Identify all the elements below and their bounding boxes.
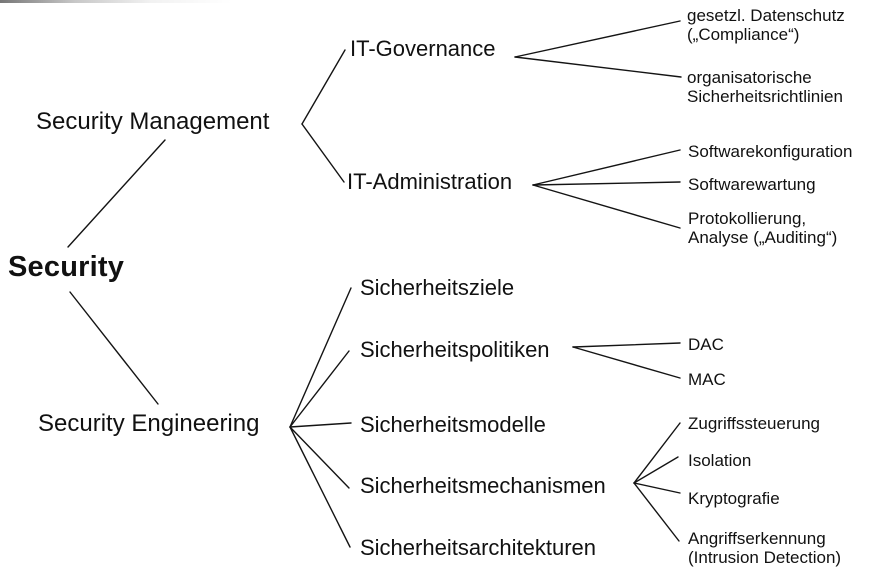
edge-mechanismen-to-angriffserkennung — [633, 482, 680, 542]
node-dac: DAC — [688, 335, 724, 354]
edge-security-to-management — [67, 139, 166, 248]
node-softwarewartung: Softwarewartung — [688, 175, 816, 194]
node-security-engineering: Security Engineering — [38, 410, 260, 437]
edge-security-to-engineering — [69, 291, 159, 405]
edge-engineering-to-modelle — [289, 422, 352, 428]
edge-engineering-to-mechanismen — [289, 426, 350, 489]
edge-management-to-governance — [301, 49, 346, 125]
node-angriffserkennung-intrusion-detection: Angriffserkennung (Intrusion Detection) — [688, 529, 842, 567]
edge-governance-to-richtlinien — [514, 56, 682, 78]
edge-engineering-to-politiken — [289, 350, 350, 428]
edge-engineering-to-ziele — [289, 287, 352, 428]
edge-governance-to-datenschutz — [514, 20, 681, 58]
node-it-administration: IT-Administration — [347, 169, 513, 194]
edge-engineering-to-architekturen — [289, 426, 351, 548]
node-protokollierung-analyse-auditing: Protokollierung, Analyse („Auditing“) — [688, 209, 838, 247]
node-softwarekonfiguration: Softwarekonfiguration — [688, 142, 853, 161]
edge-politiken-to-dac — [572, 342, 681, 348]
edge-mechanismen-to-kryptografie — [633, 482, 681, 494]
node-sicherheitsziele: Sicherheitsziele — [360, 275, 515, 300]
edge-administration-to-wartung — [532, 181, 681, 186]
edge-administration-to-konfiguration — [532, 149, 681, 186]
edge-mechanismen-to-zugriffssteuerung — [633, 422, 681, 484]
node-isolation: Isolation — [688, 451, 752, 470]
node-security-management: Security Management — [36, 108, 270, 135]
node-zugriffssteuerung: Zugriffssteuerung — [688, 414, 820, 433]
node-sicherheitsmechanismen: Sicherheitsmechanismen — [360, 473, 606, 498]
edge-mechanismen-to-isolation — [633, 456, 679, 484]
node-security: Security — [8, 251, 125, 283]
node-sicherheitsarchitekturen: Sicherheitsarchitekturen — [360, 535, 597, 560]
edge-management-to-administration — [301, 123, 345, 183]
node-sicherheitspolitiken: Sicherheitspolitiken — [360, 337, 550, 362]
node-it-governance: IT-Governance — [350, 36, 496, 61]
edge-administration-to-protokollierung — [532, 184, 681, 229]
node-kryptografie: Kryptografie — [688, 489, 780, 508]
node-sicherheitsmodelle: Sicherheitsmodelle — [360, 412, 546, 437]
node-organisatorische-sicherheitsrichtlinien: organisatorische Sicherheitsrichtlinien — [687, 68, 843, 106]
node-gesetzl-datenschutz-compliance: gesetzl. Datenschutz („Compliance“) — [687, 6, 845, 44]
node-mac: MAC — [688, 370, 726, 389]
edge-politiken-to-mac — [572, 346, 681, 379]
